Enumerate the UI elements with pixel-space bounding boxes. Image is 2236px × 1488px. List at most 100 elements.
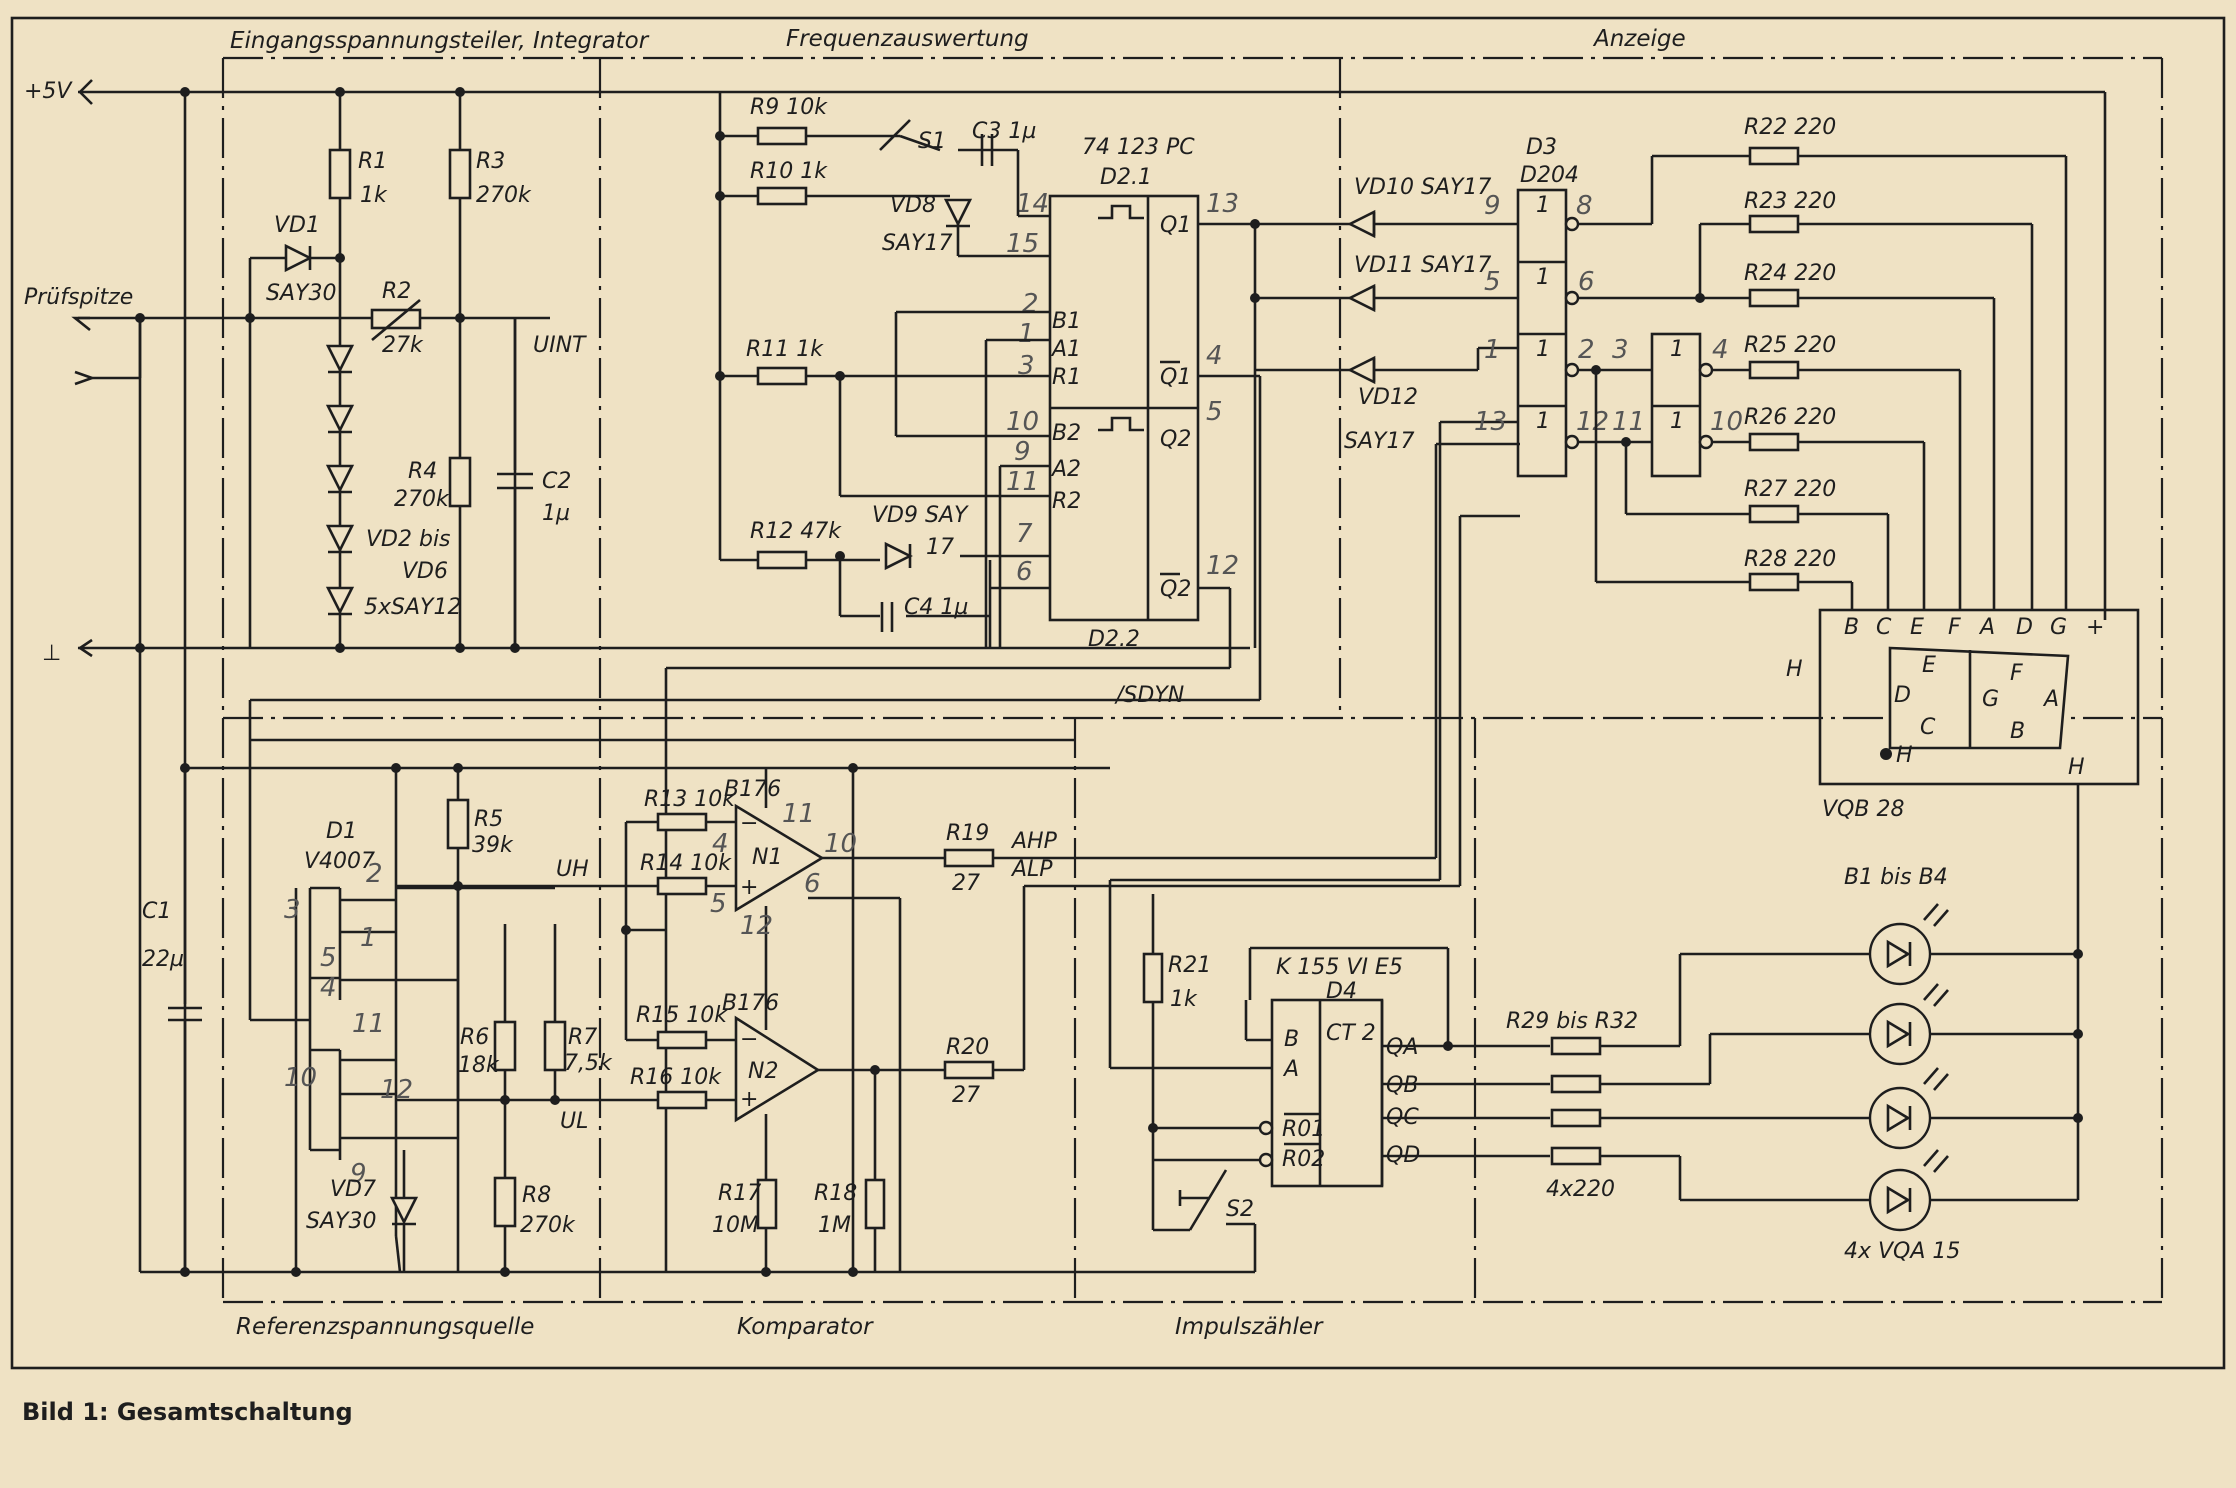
section-title-frequency: Frequenzauswertung [786, 26, 1029, 52]
r19-label: R19 [946, 821, 989, 846]
d4-pin-a: A [1282, 1057, 1299, 1082]
resistor-r8 [493, 1176, 517, 1228]
display-wiring [1108, 222, 1518, 1068]
vd7-label: VD7 [330, 1177, 376, 1202]
resistor-r19 [943, 848, 995, 868]
n2-plus: + [740, 1087, 758, 1112]
r20-label: R20 [946, 1035, 989, 1060]
diode-vd9 [884, 541, 913, 571]
led-b4 [1868, 1149, 1949, 1232]
d2-pin-7: 7 [1016, 519, 1033, 549]
d2-pin-q2-bar: Q2 [1160, 577, 1191, 602]
r5-value: 39k [472, 833, 514, 858]
r3-label: R3 [476, 149, 505, 174]
d2-pin-q1: Q1 [1160, 213, 1191, 238]
d2-pin-4: 4 [1206, 341, 1223, 371]
r21-label: R21 [1168, 953, 1211, 978]
d3-pin-1: 1 [1484, 335, 1501, 365]
r19-value: 27 [952, 871, 980, 896]
r2-label: R2 [382, 279, 411, 304]
r29-r32-value: 4x220 [1546, 1177, 1615, 1202]
r16-label: R16 10k [630, 1065, 722, 1090]
uint-label: UINT [533, 333, 587, 358]
vqb-seg-b: B [2010, 719, 2025, 744]
d3-gate-4: 1 [1536, 409, 1550, 434]
s1-label: S1 [918, 129, 946, 154]
resistor-r25 [1748, 360, 1800, 380]
d3-gate-5: 1 [1670, 337, 1684, 362]
vqb-seg-f: F [2010, 661, 2023, 686]
resistor-r28 [1748, 572, 1800, 592]
junction-dots [135, 87, 2083, 1277]
r3-value: 270k [476, 183, 532, 208]
d3-type: D204 [1520, 163, 1579, 188]
section-title-counter: Impulszähler [1175, 1314, 1324, 1340]
opamp-n2 [734, 1015, 821, 1123]
n1-pin-10: 10 [824, 829, 857, 859]
d3-pin-12: 12 [1576, 407, 1609, 437]
d2-pin-1: 1 [1018, 319, 1035, 349]
n1-pin-6: 6 [804, 869, 821, 899]
vqb-seg-e: E [1922, 653, 1936, 678]
d1-transistor-array [310, 886, 458, 1160]
vd10-label: VD10 SAY17 [1354, 175, 1491, 200]
d2-pin-r1: R1 [1052, 365, 1081, 390]
uh-label: UH [556, 857, 589, 882]
resistor-r10 [756, 186, 808, 206]
n1-pin-5: 5 [710, 889, 727, 919]
reference-wiring [185, 738, 1110, 1273]
d1-pin-1: 1 [360, 923, 377, 953]
r18-value: 1M [818, 1213, 851, 1238]
section-title-comparator: Komparator [737, 1314, 874, 1340]
d1-label: D1 [326, 819, 357, 844]
vd2-value: 5xSAY12 [364, 595, 461, 620]
resistor-r23 [1748, 214, 1800, 234]
d4-label: D4 [1326, 979, 1357, 1004]
alp-label: ALP [1010, 857, 1053, 882]
diode-chain-vd2-vd6 [325, 344, 355, 616]
r26-label: R26 220 [1744, 405, 1836, 430]
resistor-r13 [656, 812, 708, 832]
resistor-r9 [756, 126, 808, 146]
r20-value: 27 [952, 1083, 980, 1108]
c2-value: 1µ [542, 501, 570, 526]
section-title-reference: Referenzspannungsquelle [236, 1314, 534, 1340]
section-title-display: Anzeige [1592, 26, 1686, 52]
d2-pin-6: 6 [1016, 557, 1033, 587]
r10-label: R10 1k [750, 159, 828, 184]
counter-wiring [1110, 894, 1450, 1272]
r4-value: 270k [394, 487, 450, 512]
d3-label: D3 [1526, 135, 1557, 160]
switch-s1 [879, 119, 941, 152]
diode-vd11 [1347, 283, 1376, 313]
r4-label: R4 [408, 459, 437, 484]
resistor-r31 [1550, 1108, 1602, 1128]
d3-pin-6: 6 [1578, 267, 1595, 297]
r11-label: R11 1k [746, 337, 824, 362]
vqb-h-left: H [1786, 657, 1803, 682]
d2-pin-q1-bar: Q1 [1160, 365, 1191, 390]
r17-label: R17 [718, 1181, 761, 1206]
d1-pin-11: 11 [352, 1009, 385, 1039]
vd8-label: VD8 [890, 193, 936, 218]
r29-r32-label: R29 bis R32 [1506, 1009, 1638, 1034]
d3-gate-6: 1 [1670, 409, 1684, 434]
r18-label: R18 [814, 1181, 857, 1206]
vqb-seg-c: C [1920, 715, 1936, 740]
probe-label: Prüfspitze [24, 285, 133, 310]
n1-type: B176 [724, 777, 781, 802]
r8-value: 270k [520, 1213, 576, 1238]
resistor-r30 [1550, 1074, 1602, 1094]
d4-pin-qb: QB [1386, 1073, 1418, 1098]
ul-label: UL [560, 1109, 588, 1134]
d1-pin-3: 3 [284, 895, 301, 925]
d2-pin-r2: R2 [1052, 489, 1081, 514]
display-resistors [1748, 146, 1800, 592]
vqb-pin-b: B [1844, 615, 1859, 640]
resistor-r22 [1748, 146, 1800, 166]
resistor-r18 [864, 1178, 886, 1230]
c3-label: C3 1µ [972, 119, 1036, 144]
probe-input [71, 316, 365, 386]
d2-pin-q2: Q2 [1160, 427, 1191, 452]
resistor-r21 [1142, 952, 1164, 1004]
